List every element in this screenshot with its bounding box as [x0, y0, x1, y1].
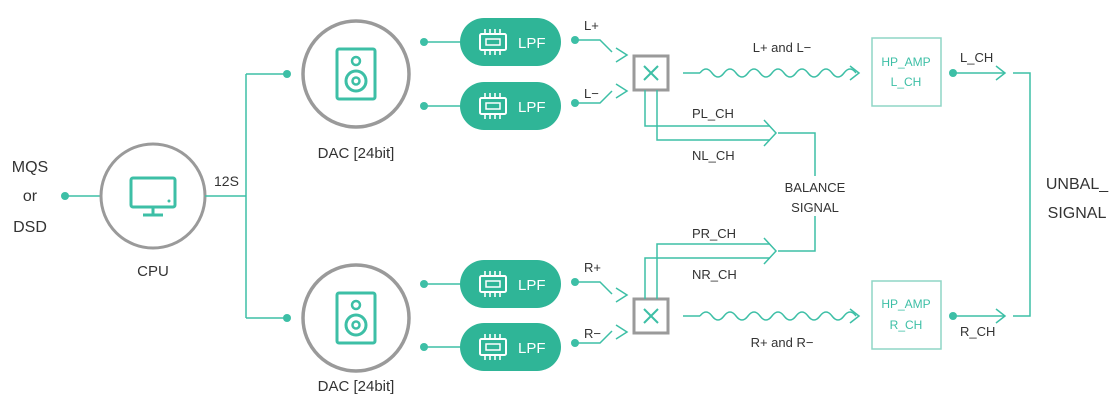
mixer-right-icon	[632, 297, 670, 335]
pin-label-r-minus: R−	[584, 326, 601, 341]
balance-signal-label: BALANCE SIGNAL	[785, 180, 846, 215]
balanced-taps	[644, 90, 816, 299]
lpf-r-plus: LPF	[460, 260, 561, 308]
unbal-label-line2: SIGNAL	[1048, 205, 1107, 222]
dac-bottom-label: DAC [24bit]	[318, 378, 395, 395]
lpf-output-dots	[571, 36, 579, 347]
dac-output-dots	[420, 38, 428, 351]
amp-output-dots	[949, 69, 957, 320]
lpf-label: LPF	[518, 35, 546, 52]
pin-label-l-plus: L+	[584, 18, 599, 33]
dac-bottom	[301, 263, 411, 373]
lpf-l-plus: LPF	[460, 18, 561, 66]
channel-label-nl: NL_CH	[692, 148, 735, 163]
mixer-left-icon	[632, 54, 670, 92]
pin-label-l-minus: L−	[584, 86, 599, 101]
pin-labels: L+ L− R+ R−	[584, 18, 601, 341]
amp-left-line1: HP_AMP	[881, 55, 930, 69]
amp-left-output-label: L_CH	[960, 50, 993, 65]
source-label-line1: MQS	[12, 159, 48, 176]
cpu-node	[99, 142, 207, 250]
unbal-label-line1: UNBAL_	[1046, 176, 1109, 193]
wave-signals	[683, 65, 861, 324]
amp-right-line1: HP_AMP	[881, 297, 930, 311]
lpf-r-minus: LPF	[460, 323, 561, 371]
balance-label-line1: BALANCE	[785, 180, 846, 195]
pin-label-r-plus: R+	[584, 260, 601, 275]
lpf-label: LPF	[518, 99, 546, 116]
channel-label-pl: PL_CH	[692, 106, 734, 121]
bus-label: 12S	[214, 173, 239, 189]
amp-right-output-label: R_CH	[960, 324, 995, 339]
source-label-line2: or	[23, 188, 38, 205]
wave-label-right: R+ and R−	[751, 335, 814, 350]
dac-bottom-input-dot	[283, 314, 291, 322]
unbal-signal-label: UNBAL_ SIGNAL	[1046, 176, 1109, 222]
lpf-label: LPF	[518, 340, 546, 357]
i2s-bus	[205, 73, 287, 319]
dac-top-label: DAC [24bit]	[318, 145, 395, 162]
dac-bottom-circle	[301, 263, 411, 373]
lpf-label: LPF	[518, 277, 546, 294]
dac-top-circle	[301, 19, 411, 129]
amp-output-labels: L_CH R_CH	[960, 50, 995, 339]
cpu-label: CPU	[137, 263, 169, 280]
amp-left-line2: L_CH	[891, 75, 922, 89]
lpf-l-minus: LPF	[460, 82, 561, 130]
hp-amp-left: HP_AMP L_CH	[871, 37, 942, 107]
source-label: MQS or DSD	[12, 159, 48, 236]
channel-label-pr: PR_CH	[692, 226, 736, 241]
cpu-circle	[99, 142, 207, 250]
channel-labels: PL_CH NL_CH PR_CH NR_CH	[692, 106, 737, 282]
wave-labels: L+ and L− R+ and R−	[751, 40, 814, 350]
wave-label-left: L+ and L−	[753, 40, 812, 55]
dac-lpf-wires	[424, 41, 460, 348]
monitor-icon	[129, 176, 177, 217]
balance-label-line2: SIGNAL	[791, 200, 839, 215]
channel-label-nr: NR_CH	[692, 267, 737, 282]
amp-output-wires	[953, 65, 1031, 324]
dac-top	[301, 19, 411, 129]
dac-top-input-dot	[283, 70, 291, 78]
amp-right-line2: R_CH	[890, 318, 923, 332]
hp-amp-right: HP_AMP R_CH	[871, 280, 942, 350]
lpf-mixer-wires	[575, 39, 629, 344]
source-label-line3: DSD	[13, 219, 47, 236]
